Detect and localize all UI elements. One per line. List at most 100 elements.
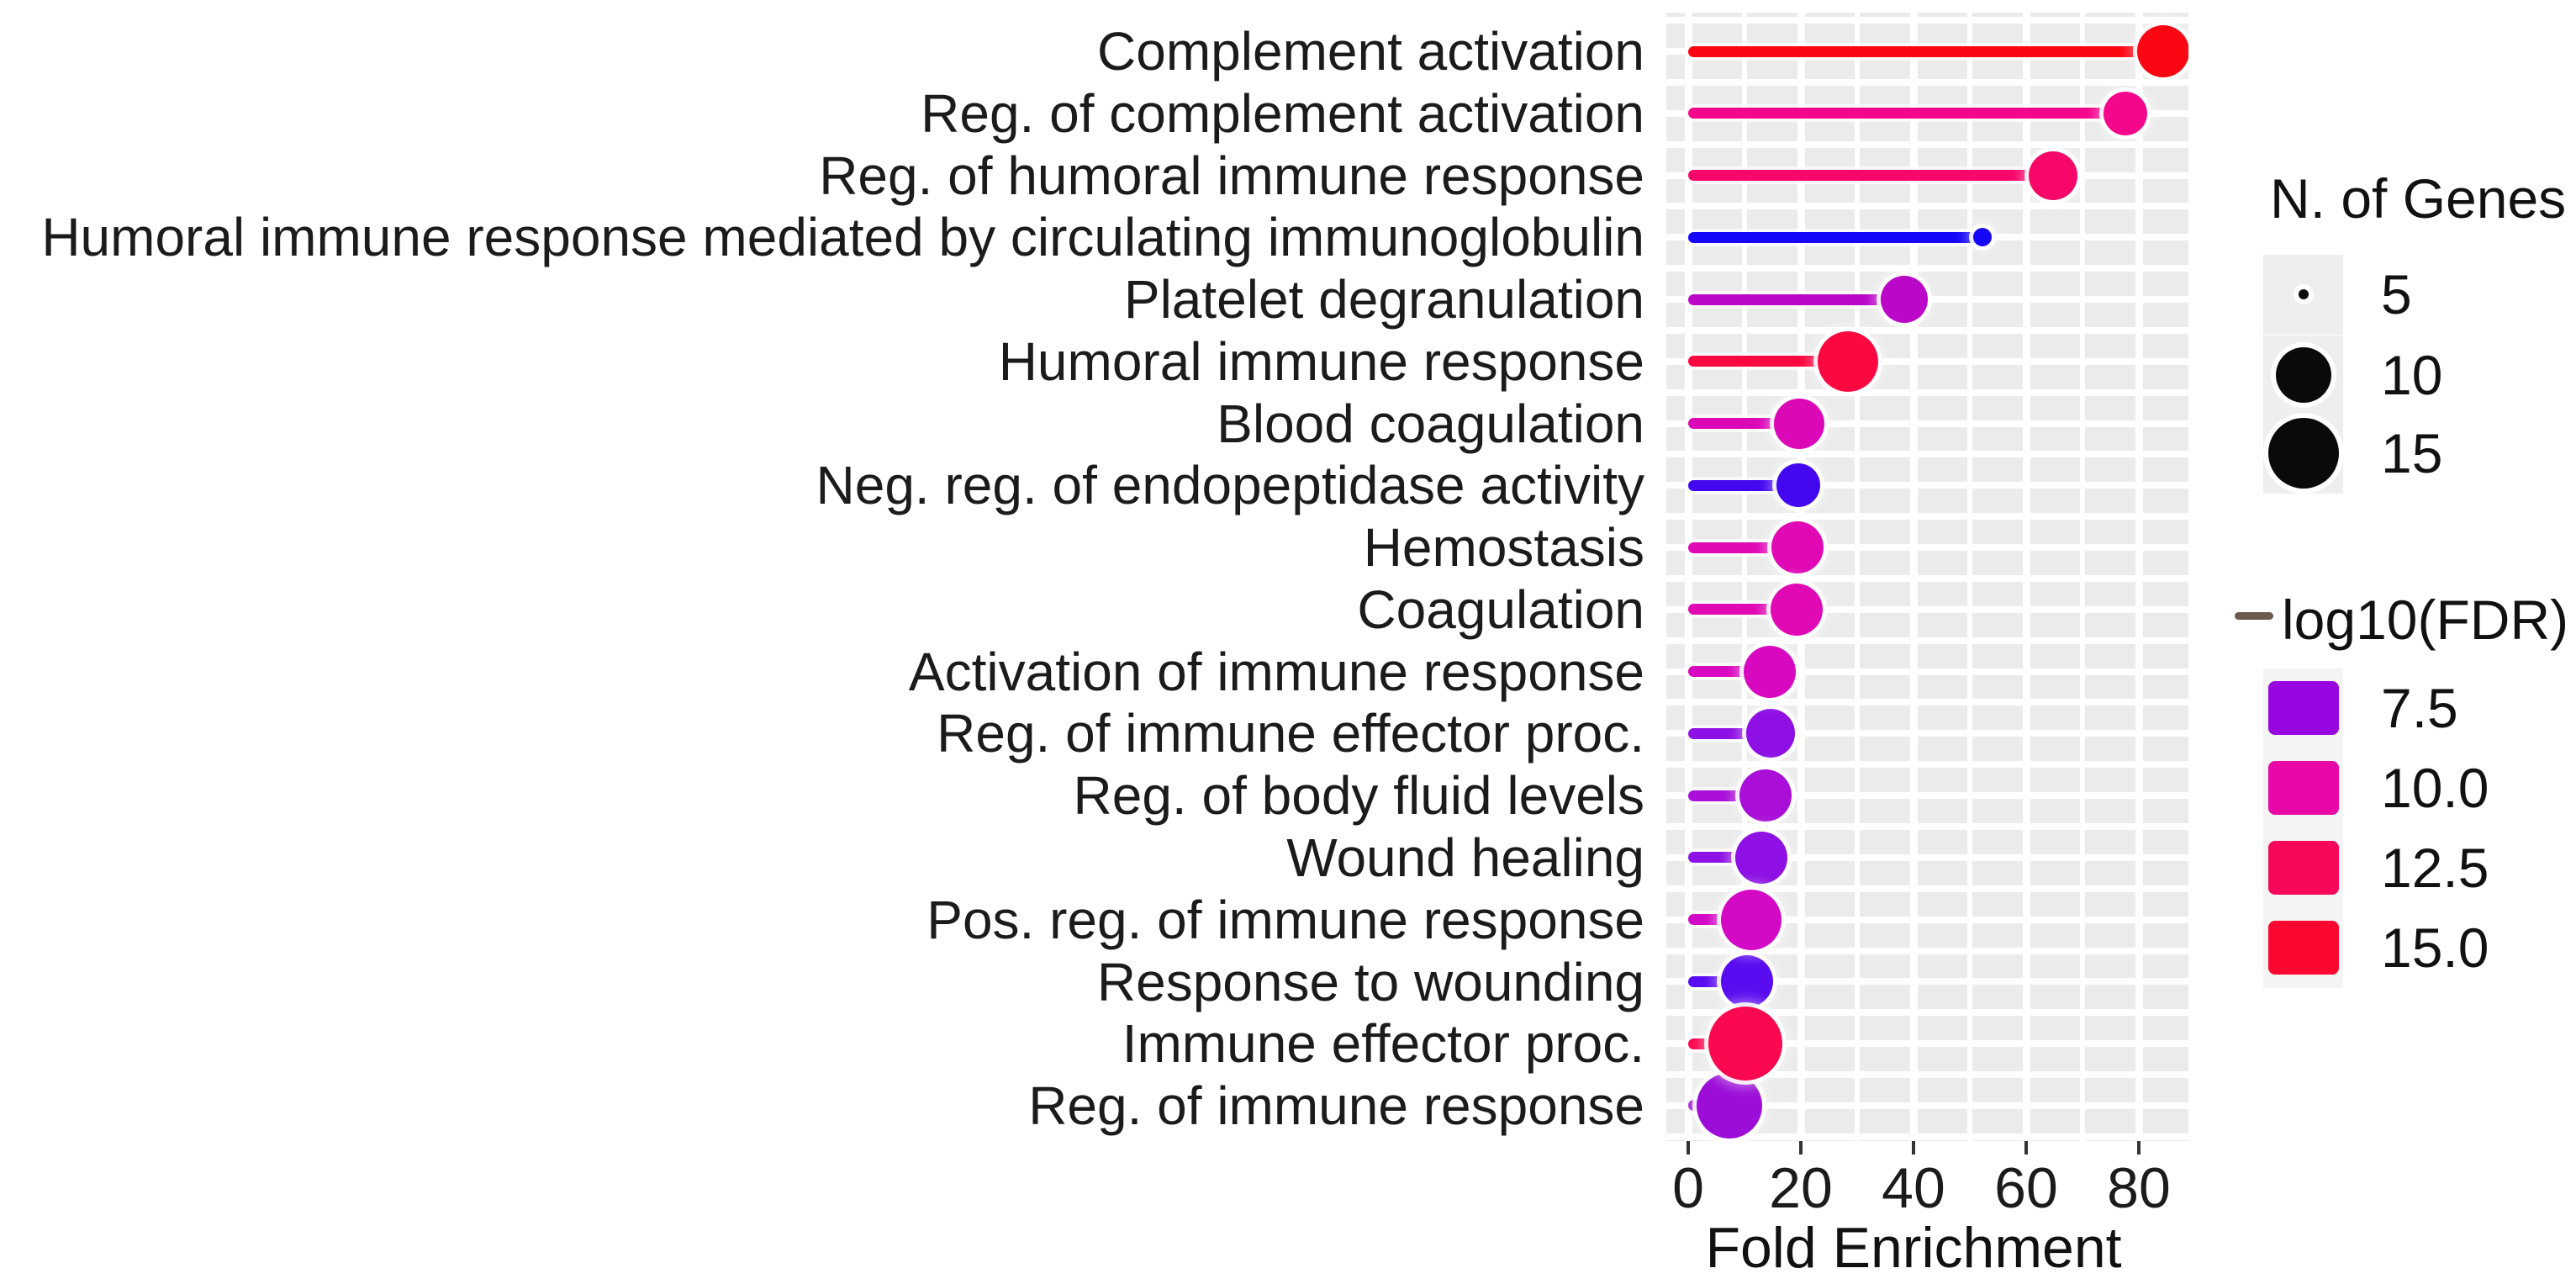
category-label: Coagulation	[1357, 579, 1644, 640]
gridline-horizontal	[1666, 1071, 2188, 1079]
x-tick-mark	[1912, 1141, 1915, 1155]
lollipop-dot	[1771, 521, 1824, 574]
gridline-horizontal	[1666, 761, 2188, 769]
lollipop-dot	[1745, 709, 1795, 758]
minus-dash-icon	[2235, 612, 2273, 620]
lollipop-dot	[1818, 330, 1879, 392]
size-legend-label: 5	[2381, 263, 2412, 325]
x-tick-label: 40	[1882, 1156, 1945, 1220]
x-tick-mark	[2137, 1141, 2141, 1155]
lollipop-dot	[1708, 1007, 1782, 1081]
size-legend-key	[2263, 254, 2343, 335]
x-tick-mark	[2024, 1141, 2028, 1155]
gridline-horizontal	[1666, 853, 2188, 861]
lollipop-dot	[1744, 645, 1797, 698]
category-label: Activation of immune response	[908, 641, 1644, 702]
lollipop-dot	[2029, 151, 2078, 200]
color-legend-title: log10(FDR)	[2282, 589, 2569, 651]
gridline-horizontal	[1666, 326, 2188, 334]
gridline-horizontal	[1666, 265, 2188, 272]
x-tick-label: 80	[2107, 1156, 2171, 1220]
gridline-horizontal	[1666, 17, 2188, 24]
gridline-horizontal	[1666, 388, 2188, 396]
gridline-horizontal	[1666, 730, 2188, 737]
gridline-horizontal	[1666, 1040, 2188, 1048]
category-label: Reg. of complement activation	[921, 82, 1644, 144]
size-legend-label: 15	[2381, 422, 2443, 484]
category-label: Reg. of immune effector proc.	[937, 703, 1644, 764]
lollipop-dot	[1773, 398, 1824, 449]
x-tick-label: 0	[1672, 1156, 1704, 1220]
size-legend-dot	[2298, 289, 2309, 299]
category-label: Reg. of body fluid levels	[1073, 765, 1645, 827]
gridline-horizontal	[1666, 1009, 2188, 1017]
size-legend-dot	[2267, 418, 2339, 489]
category-label: Immune effector proc.	[1122, 1013, 1644, 1075]
category-label: Platelet degranulation	[1123, 269, 1644, 330]
category-label: Complement activation	[1097, 21, 1644, 82]
color-legend-key	[2263, 907, 2343, 988]
plot-panel	[1666, 13, 2188, 1141]
category-label: Wound healing	[1286, 827, 1644, 888]
color-legend-swatch	[2267, 921, 2339, 975]
color-legend-key	[2263, 827, 2343, 908]
gridline-horizontal	[1666, 451, 2188, 458]
lollipop-dot	[1735, 831, 1788, 884]
lollipop-dot	[1739, 769, 1792, 822]
gridline-horizontal	[1666, 637, 2188, 644]
lollipop-dot	[1696, 1072, 1762, 1139]
lollipop-stem	[1688, 604, 1797, 616]
category-label: Pos. reg. of immune response	[926, 889, 1644, 950]
lollipop-stem	[1688, 542, 1797, 553]
color-legend-swatch	[2267, 761, 2339, 815]
size-legend-title: N. of Genes	[2270, 167, 2567, 230]
category-label: Reg. of humoral immune response	[819, 145, 1644, 206]
color-legend-swatch	[2267, 681, 2339, 735]
lollipop-stem	[1688, 108, 2125, 119]
x-tick-label: 60	[1994, 1156, 2058, 1220]
category-label: Neg. reg. of endopeptidase activity	[816, 455, 1645, 516]
lollipop-dot	[1972, 228, 1992, 247]
gridline-horizontal	[1666, 823, 2188, 830]
lollipop-dot	[2103, 91, 2147, 135]
lollipop-stem	[1688, 479, 1799, 491]
lollipop-dot	[2136, 25, 2188, 77]
color-legend-key	[2263, 668, 2343, 748]
gridline-horizontal	[1666, 947, 2188, 954]
color-legend-swatch	[2267, 841, 2339, 895]
color-legend-label: 10.0	[2381, 757, 2489, 819]
lollipop-dot	[1720, 955, 1773, 1008]
color-legend-label: 15.0	[2381, 917, 2489, 979]
gridline-horizontal	[1666, 482, 2188, 489]
lollipop-dot	[1771, 583, 1824, 636]
lollipop-dot	[1721, 889, 1782, 950]
gridline-horizontal	[1666, 668, 2188, 675]
size-legend-key	[2263, 335, 2343, 415]
lollipop-dot	[1776, 463, 1821, 508]
category-label: Hemostasis	[1363, 517, 1644, 579]
category-label: Blood coagulation	[1217, 393, 1644, 454]
gridline-horizontal	[1666, 1133, 2188, 1140]
gridline-horizontal	[1666, 1102, 2188, 1109]
x-tick-mark	[1687, 1141, 1690, 1155]
gridline-horizontal	[1666, 78, 2188, 86]
lollipop-stem	[1688, 231, 1982, 243]
gridline-horizontal	[1666, 357, 2188, 365]
gridline-horizontal	[1666, 203, 2188, 210]
lollipop-dot	[1881, 276, 1929, 324]
gridline-horizontal	[1666, 574, 2188, 582]
size-legend-label: 10	[2381, 344, 2443, 406]
category-label: Humoral immune response	[998, 330, 1644, 392]
gridline-horizontal	[1666, 792, 2188, 800]
color-legend-label: 7.5	[2381, 677, 2458, 739]
x-axis-title: Fold Enrichment	[1705, 1216, 2122, 1280]
lollipop-stem	[1688, 45, 2163, 57]
lollipop-stem	[1688, 356, 1849, 367]
gridline-horizontal	[1666, 605, 2188, 613]
lollipop-stem	[1688, 170, 2054, 182]
gridline-horizontal	[1666, 420, 2188, 427]
gridline-horizontal	[1666, 513, 2188, 520]
color-legend-key	[2263, 748, 2343, 828]
gridline-horizontal	[1666, 699, 2188, 706]
